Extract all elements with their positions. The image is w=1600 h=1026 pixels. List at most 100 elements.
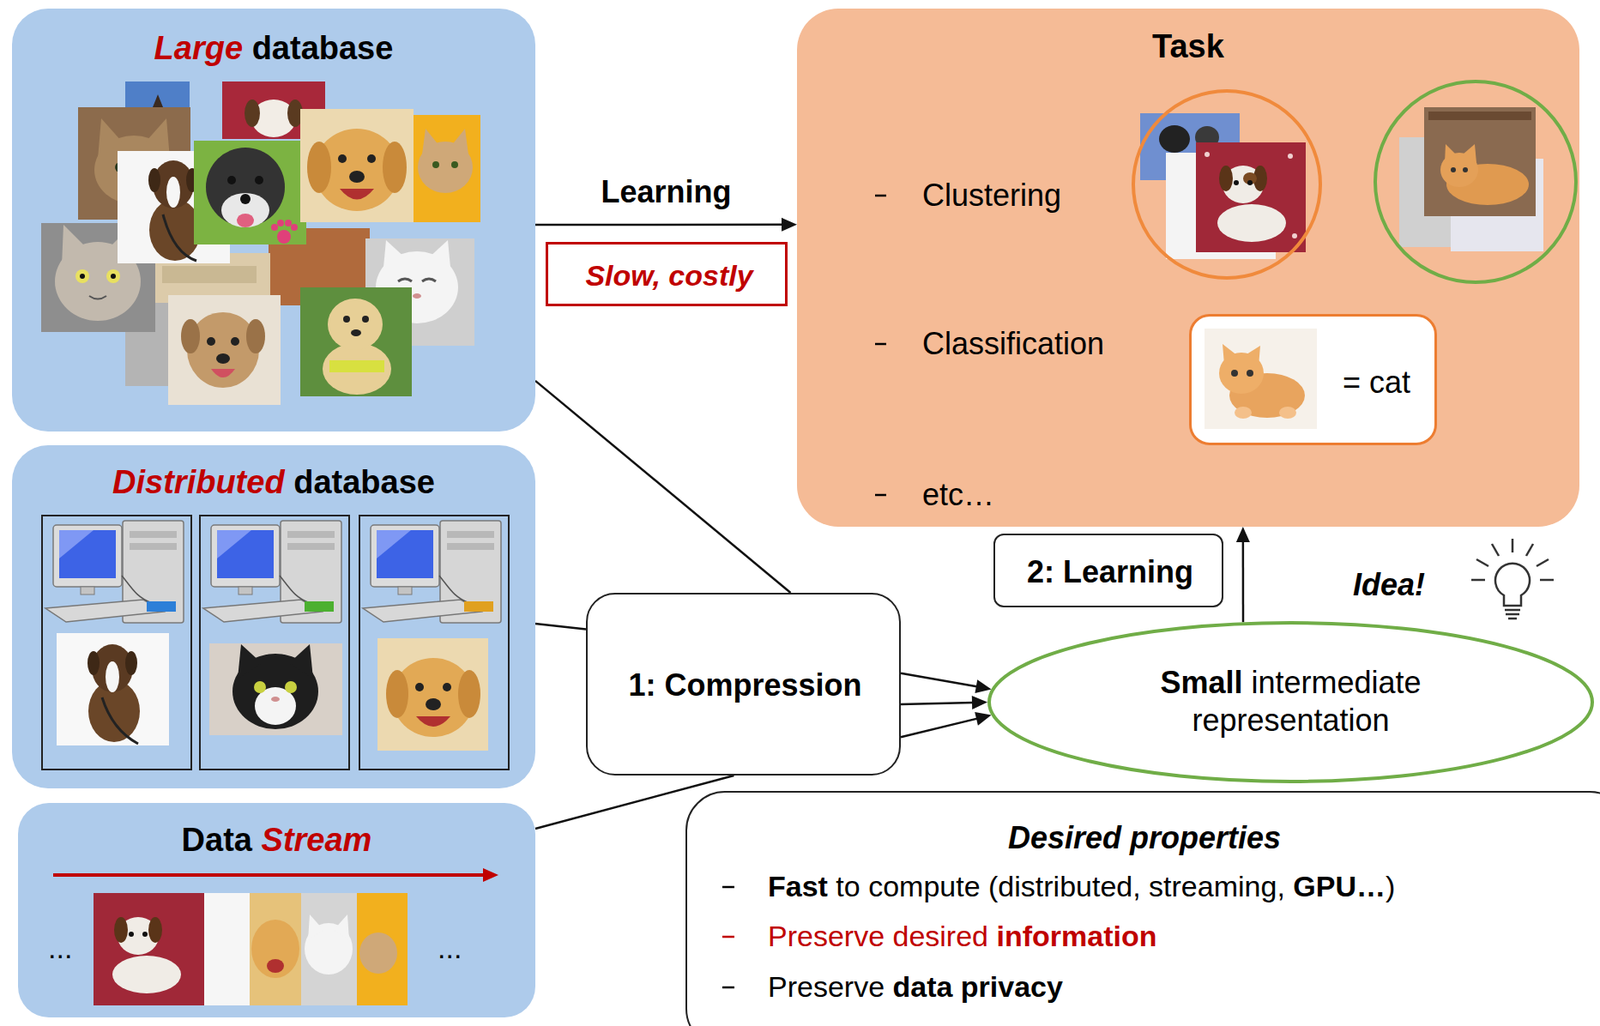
text-slot: Fast to compute (distributed, streaming,…: [767, 869, 1395, 905]
text-slot: Classification: [922, 325, 1105, 363]
computer-frame: [102, 697, 139, 744]
connector-line: [535, 623, 586, 630]
computer-frame: [416, 716, 451, 727]
kitten-photo: [1279, 406, 1297, 419]
ellipse-label: Small intermediate representation: [1102, 664, 1480, 740]
cluster-dogs: [1233, 180, 1239, 186]
computer-frame: [359, 515, 509, 770]
cluster-dogs: [1247, 180, 1253, 186]
bullet-dash: [722, 886, 735, 889]
light-bulb: [1476, 559, 1489, 567]
photo: [166, 176, 181, 208]
cluster-cats: [1375, 81, 1576, 283]
photo: [251, 919, 300, 979]
emphasis: Fast: [767, 869, 828, 903]
computer-frame: [42, 515, 192, 770]
light-bulb: [1536, 559, 1549, 567]
stream-arrow: [53, 868, 499, 882]
text-slot: = cat: [1342, 363, 1411, 402]
paw-icon: [271, 223, 278, 231]
list-item: Preserve desired information: [767, 918, 1157, 954]
stream-arrow: [483, 868, 499, 882]
light-bulb: [1471, 538, 1554, 619]
database-panel: Large database: [12, 8, 536, 432]
photo: [301, 893, 357, 1006]
cluster-dogs: [1292, 233, 1298, 239]
process-label: 2: Learning: [1026, 553, 1194, 592]
photo: [356, 893, 408, 1006]
bullet-dash: [875, 195, 887, 496]
light-bulb: [1505, 613, 1520, 616]
photo: [307, 141, 332, 194]
database-panel: Data Stream: [18, 803, 536, 1018]
photo: [359, 932, 398, 974]
photo: [333, 914, 350, 941]
photo: [343, 315, 351, 323]
connector: [535, 217, 797, 232]
photo: [93, 893, 205, 1006]
box-title: Desired properties: [1008, 819, 1281, 858]
photo: [230, 337, 240, 346]
panel-title: Task: [1152, 26, 1225, 67]
emphasis: information: [996, 919, 1157, 953]
computer-frame: [209, 643, 343, 736]
photo: [204, 893, 250, 1006]
photo: [367, 154, 376, 164]
connector: [1236, 526, 1250, 622]
paw-icon: [277, 219, 284, 227]
text-slot: Data Stream: [181, 820, 373, 860]
photo: [240, 193, 251, 205]
computer-frame: [199, 515, 350, 770]
kitten-photo: [1246, 369, 1254, 377]
computer-frame: [56, 633, 170, 746]
ellipse-outline: [987, 621, 1594, 784]
photo: [432, 161, 440, 169]
representation-ellipse: Small intermediate representation: [987, 621, 1594, 784]
photo: [412, 293, 422, 299]
photo: [322, 343, 392, 395]
cluster-cats: [1444, 144, 1458, 164]
emphasis: Small: [1159, 664, 1243, 701]
photo: [221, 193, 270, 228]
photo: [422, 278, 436, 282]
kitten-photo: [1222, 344, 1238, 365]
paw-icon: [284, 219, 292, 227]
computer-frame: [87, 651, 100, 676]
cluster-dogs: [1204, 151, 1210, 157]
photo: [181, 319, 200, 354]
photo: [356, 893, 408, 1006]
photo: [79, 273, 85, 279]
text-slot: 1: Compression: [627, 666, 862, 705]
light-bulb: [1539, 579, 1554, 582]
database-panel: Distributed database: [12, 445, 536, 789]
photo: [206, 337, 216, 346]
photo: [327, 298, 383, 351]
cluster-dogs: [1287, 153, 1293, 159]
photo: [300, 287, 412, 397]
kitten-photo: [1204, 328, 1317, 429]
photo: [266, 959, 284, 973]
photo: [451, 128, 469, 155]
photo: [398, 278, 412, 282]
photo: [300, 108, 414, 223]
process-label: 1: Compression: [627, 666, 862, 705]
photo-collage: [12, 8, 536, 432]
photo: [338, 154, 347, 164]
photo: [148, 168, 161, 193]
light-bulb: [1495, 563, 1530, 606]
photo: [211, 368, 236, 378]
computer-frame: [442, 682, 452, 692]
computer-frame: [42, 515, 192, 770]
light-bulb: [1511, 538, 1515, 553]
cost-note-box: Slow, costly: [545, 241, 788, 307]
photo: [300, 108, 414, 223]
computer-frame: [199, 515, 350, 770]
bullet-dash: [722, 986, 735, 990]
class-result: = cat: [1342, 363, 1411, 402]
cluster-dogs: [1159, 125, 1190, 153]
photo: [362, 315, 369, 323]
photo: [236, 213, 254, 228]
cluster-dogs: [1195, 142, 1306, 253]
arrow-head: [972, 695, 988, 710]
connector: [900, 673, 992, 738]
